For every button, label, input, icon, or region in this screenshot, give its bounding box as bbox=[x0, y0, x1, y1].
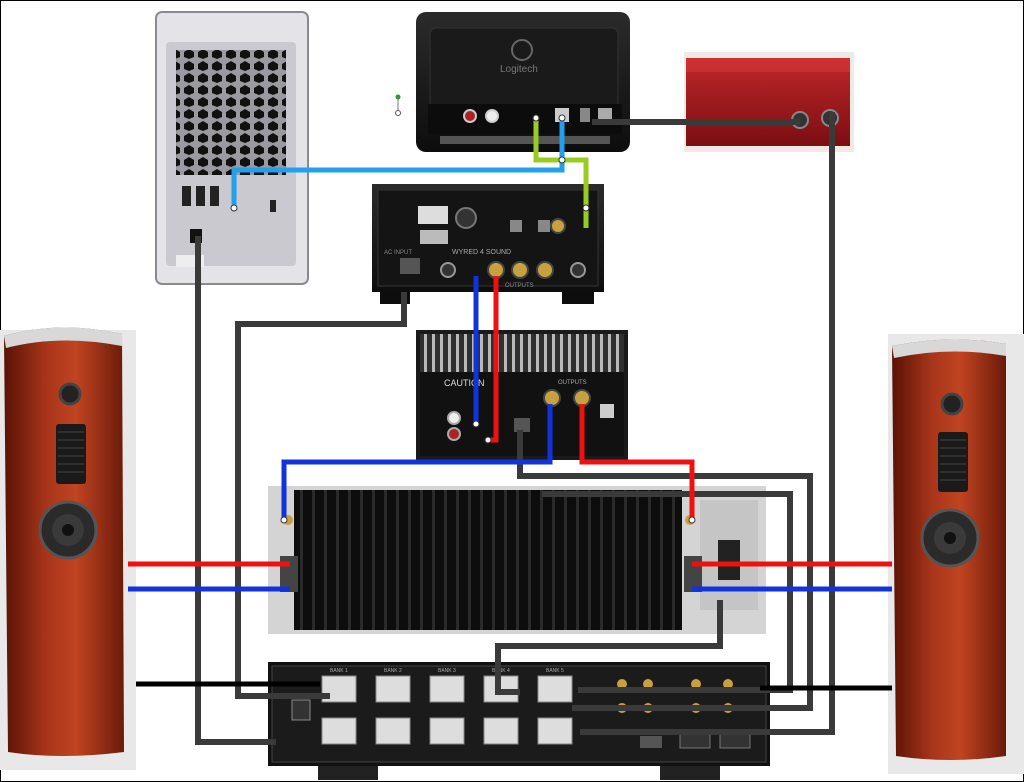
bank-label-4: BANK 4 bbox=[492, 668, 510, 674]
right-speaker bbox=[888, 334, 1024, 774]
left-speaker bbox=[0, 327, 136, 770]
mains-cords bbox=[136, 681, 892, 691]
preamp-caution-label: CAUTION bbox=[444, 378, 485, 388]
dac-outputs-label: OUTPUTS bbox=[505, 283, 534, 289]
bank-label-3: BANK 3 bbox=[438, 668, 456, 674]
power-amplifier bbox=[268, 486, 766, 634]
network-cable bbox=[231, 118, 565, 208]
cables bbox=[128, 112, 892, 745]
dac-ac-input-label: AC INPUT bbox=[384, 250, 412, 256]
power-cables bbox=[195, 112, 835, 745]
linear-power-supply bbox=[684, 52, 854, 152]
amp-input-red bbox=[579, 404, 695, 520]
speaker-cables bbox=[128, 561, 892, 592]
power-conditioner: BANK 1 BANK 2 BANK 3 BANK 4 BANK 5 bbox=[268, 662, 770, 780]
dac-unit: WYRED 4 SOUND AC INPUT OUTPUTS bbox=[372, 184, 604, 304]
dac-brand: WYRED 4 SOUND bbox=[452, 249, 511, 256]
preamp-outputs-label: OUTPUTS bbox=[558, 380, 587, 386]
bank-label-2: BANK 2 bbox=[384, 668, 402, 674]
amp-input-blue bbox=[281, 404, 553, 520]
bank-label-5: BANK 5 bbox=[546, 668, 564, 674]
logitech-brand: Logitech bbox=[500, 64, 538, 75]
nas-drive bbox=[155, 11, 309, 285]
logitech-streamer: Logitech bbox=[395, 12, 630, 152]
bank-label-1: BANK 1 bbox=[330, 668, 348, 674]
